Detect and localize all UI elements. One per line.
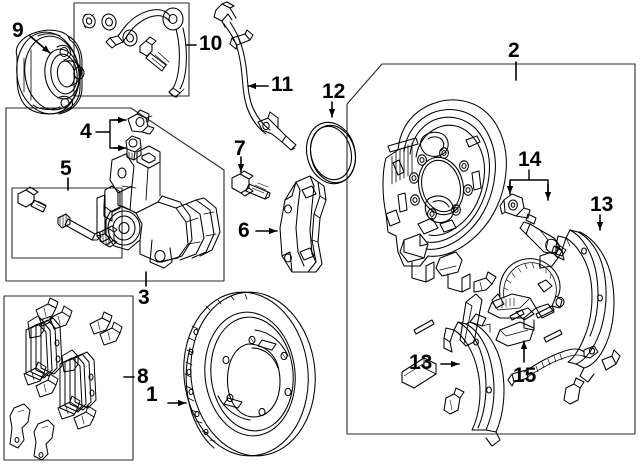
callout-label-6: 6 [238,219,250,242]
callout-label-4: 4 [80,120,92,143]
callout-label-13-lower: 13 [409,351,433,374]
callout-label-8: 8 [137,365,149,388]
callout-label-12: 12 [322,80,346,103]
callout-label-9: 9 [12,19,24,42]
callout-label-13-upper: 13 [590,193,614,216]
callout-label-15: 15 [513,364,537,387]
callout-label-3: 3 [138,286,150,309]
callout-label-1: 1 [146,383,158,406]
callout-label-7: 7 [234,137,246,160]
callout-label-2: 2 [508,39,520,62]
callout-label-10: 10 [199,32,223,55]
callout-label-14: 14 [518,148,542,171]
callout-label-11: 11 [271,73,294,96]
callout-label-5: 5 [60,157,72,180]
